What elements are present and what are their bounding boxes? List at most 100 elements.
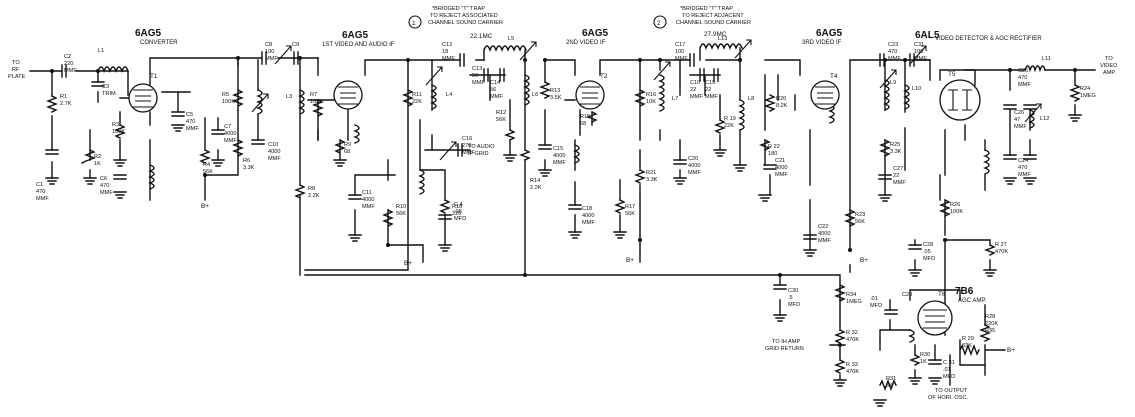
trap1-number: 1: [412, 20, 416, 27]
component-label-l3-0: L3: [286, 94, 292, 100]
component-label-c28-1: .05: [923, 249, 931, 255]
t5-id: T5: [948, 71, 956, 78]
component-label-c30-0: C30: [788, 288, 798, 294]
component-label-c1-1: 470: [36, 189, 45, 195]
component-label-c10-0: C10: [268, 142, 278, 148]
component-label-c22-1: 4000: [818, 231, 830, 237]
component-label-r23-0: R23: [855, 212, 865, 218]
trap1-freq: 22.1MC: [470, 33, 493, 40]
component-label-c31b-0: C 31: [943, 360, 955, 366]
t5-function: VIDEO DETECTOR & AGC RECTIFIER: [935, 36, 1042, 42]
component-label-r27-1: 470K: [995, 249, 1008, 255]
component-label-c11-2: MMF: [362, 204, 375, 210]
t1-function: CONVERTER: [140, 40, 178, 46]
trap2-line2: TO REJECT ADJACENT: [682, 13, 744, 19]
t5-type: 6AL5: [915, 30, 940, 41]
component-label-c5-0: C5: [186, 112, 193, 118]
component-label-c26-2: MMF: [1014, 124, 1027, 130]
component-label-r32-0: R 32: [846, 330, 858, 336]
component-labels: C1470MMFC2220MMFC3TRIM.C5470MMFC6470MMFC…: [36, 36, 1096, 389]
component-label-r3-0: R3: [112, 122, 119, 128]
component-label-l8-0: L8: [748, 96, 754, 102]
component-label-c27-1: 22: [893, 173, 899, 179]
component-label-c3-1: TRIM.: [102, 91, 118, 97]
t4-id: T4: [830, 73, 838, 80]
component-label-r13-1: 3.5K: [550, 95, 562, 101]
coils: [97, 43, 1046, 343]
component-label-r20-0: R20: [776, 96, 786, 102]
component-label-c17-1: 100: [675, 49, 684, 55]
component-label-l9-0: L9: [890, 80, 896, 86]
component-label-r16-1: 10K: [646, 99, 656, 105]
component-label-r20-1: 8.2K: [776, 103, 788, 109]
component-label-r28-1: 220K: [985, 321, 998, 327]
bplus-3: B+: [626, 257, 634, 264]
component-label-r2-0: R2: [94, 154, 101, 160]
component-label-r19-1: 22K: [724, 123, 734, 129]
component-label-r10-0: R10: [396, 204, 406, 210]
component-label-c2-1: 220: [64, 61, 73, 67]
component-label-r33-0: R 33: [846, 362, 858, 368]
audio-grid-label-1: TO AUDIO: [468, 144, 495, 150]
component-label-r18-1: 220: [452, 211, 461, 217]
component-label-r22-0: R 22: [768, 144, 780, 150]
component-label-r9-0: R9: [344, 142, 351, 148]
component-label-c23-2: MMF: [888, 56, 901, 62]
component-label-c5-1: 470: [186, 119, 195, 125]
component-label-c1-0: C1: [36, 182, 43, 188]
component-label-r6-0: R6: [243, 158, 250, 164]
component-label-c19-1: 22: [705, 87, 711, 93]
component-label-c20-2: MMF: [688, 170, 701, 176]
component-label-c15-0: C15: [553, 146, 563, 152]
component-label-c4-2: MFD: [454, 216, 466, 222]
component-label-c31-0: C31: [914, 42, 924, 48]
resistors: [46, 81, 1081, 391]
rf-plate-label-1: TO: [12, 60, 20, 66]
component-label-r14-0: R14: [530, 178, 540, 184]
component-label-c30-2: MFD: [788, 302, 800, 308]
t6-id: T6: [938, 291, 946, 298]
component-label-c18-2: MMF: [582, 220, 595, 226]
component-label-r5-0: R5: [222, 92, 229, 98]
t2a-function: 1ST VIDEO AND AUDIO IF: [322, 42, 395, 48]
component-label-r26-0: R26: [950, 202, 960, 208]
component-label-l4-0: L4: [446, 92, 452, 98]
component-label-c13-1: 56: [472, 73, 478, 79]
component-label-c29b-1: MFD: [870, 303, 882, 309]
component-label-r28-0: R28: [985, 314, 995, 320]
component-label-c24-1: 470: [1018, 165, 1027, 171]
component-label-c28-0: C28: [923, 242, 933, 248]
tube-t2: [575, 80, 605, 110]
component-label-r33-1: 470K: [846, 369, 859, 375]
component-label-r7-1: 10K: [310, 99, 320, 105]
component-label-r2-1: 1K: [94, 161, 101, 167]
component-label-c21-1: 4000: [775, 165, 787, 171]
component-label-r17-0: R17: [625, 204, 635, 210]
component-label-r3-1: 100K: [112, 129, 125, 135]
t1-type: 6AG5: [135, 28, 162, 39]
component-label-c12-2: MMF: [442, 56, 455, 62]
component-label-r16-0: R16: [646, 92, 656, 98]
component-label-r1-1: 2.7K: [60, 101, 72, 107]
component-label-r18-0: R18: [452, 204, 462, 210]
component-label-r21-1: 3.3K: [646, 177, 658, 183]
component-label-c4-0: C 4: [454, 202, 463, 208]
component-label-r4-0: R4: [203, 162, 210, 168]
component-label-c9-0: C9: [292, 42, 299, 48]
component-label-c10b-2: MMF: [690, 94, 703, 100]
component-label-r12-1: 56K: [496, 117, 506, 123]
component-label-r15-1: 68: [580, 121, 586, 127]
t4-type: 6AG5: [816, 28, 843, 39]
component-label-r13-0: R13: [550, 88, 560, 94]
trap1-line1: *BRIDGED "T" TRAP: [432, 6, 485, 12]
component-label-c12-0: C12: [442, 42, 452, 48]
component-label-c31-1: 100: [914, 49, 923, 55]
component-label-c22-0: C22: [818, 224, 828, 230]
audio-grid-label-2: IF GRID: [468, 151, 489, 157]
component-label-c16-0: C16: [462, 136, 472, 142]
component-label-c12-1: 18: [442, 49, 448, 55]
component-label-l7-0: L7: [672, 96, 678, 102]
component-label-c29-0: C29: [902, 292, 912, 298]
t2-id: T2: [600, 73, 608, 80]
